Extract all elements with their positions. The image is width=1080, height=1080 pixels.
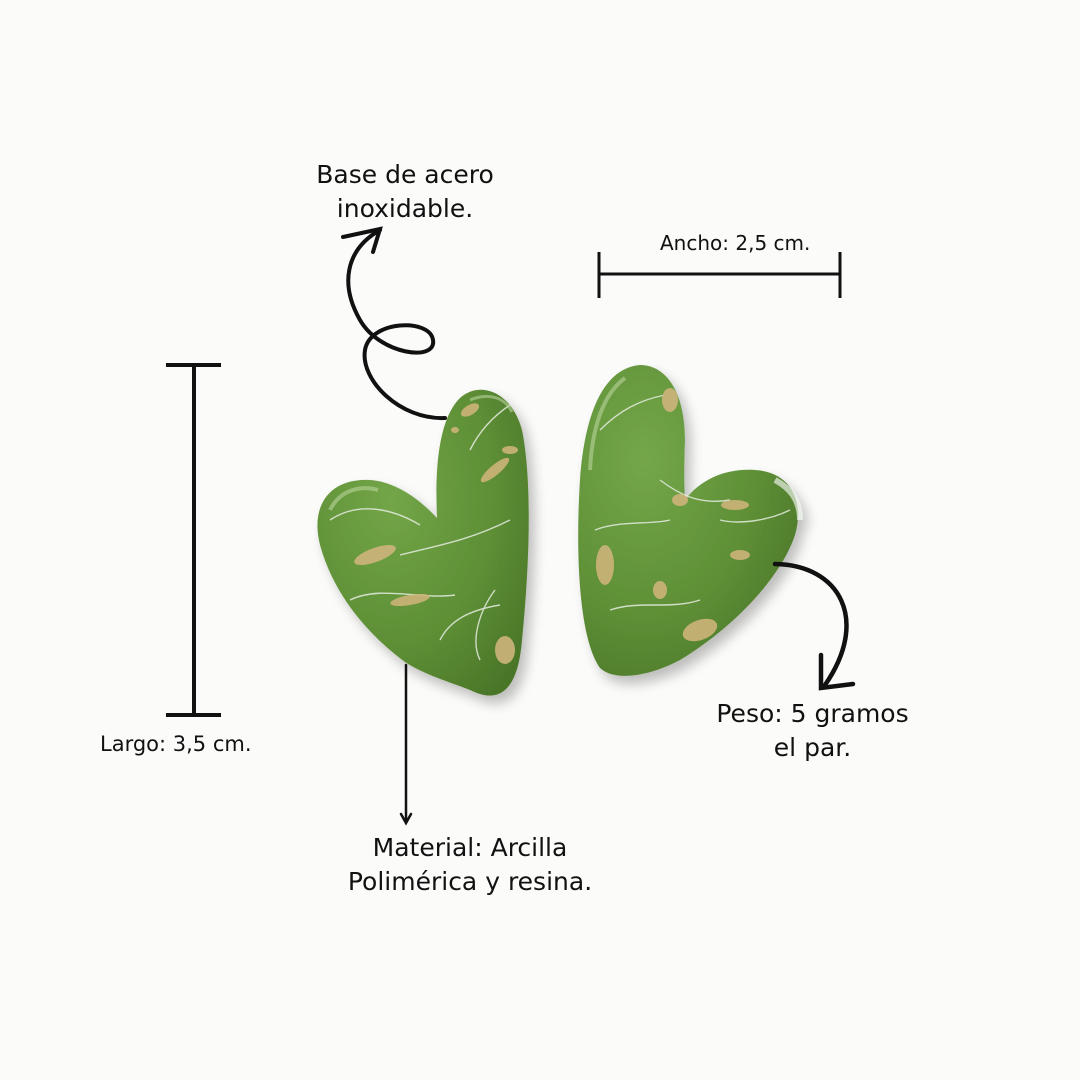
weight-label-line-1: Peso: 5 gramos (716, 699, 909, 728)
material-label-line-1: Material: Arcilla (372, 833, 568, 862)
base-label-line-2: inoxidable. (336, 193, 474, 223)
curved-arrow-icon (772, 561, 856, 691)
material-label: Material: Arcilla Polimérica y resina. (320, 831, 620, 899)
weight-label: Peso: 5 gramos el par. (690, 697, 935, 765)
length-dimension-line (166, 363, 221, 717)
weight-label-line-2: el par. (773, 732, 852, 762)
width-dimension-line (597, 252, 842, 298)
base-material-label: Base de acero inoxidable. (280, 158, 530, 226)
width-label: Ancho: 2,5 cm. (660, 231, 811, 255)
curly-arrow-icon (341, 226, 447, 421)
right-heart-earring (578, 365, 803, 676)
length-label: Largo: 3,5 cm. (100, 732, 252, 756)
material-label-line-2: Polimérica y resina. (347, 866, 593, 896)
left-heart-earring (317, 389, 529, 696)
down-arrow-icon (399, 663, 413, 826)
base-label-line-1: Base de acero (316, 160, 494, 189)
